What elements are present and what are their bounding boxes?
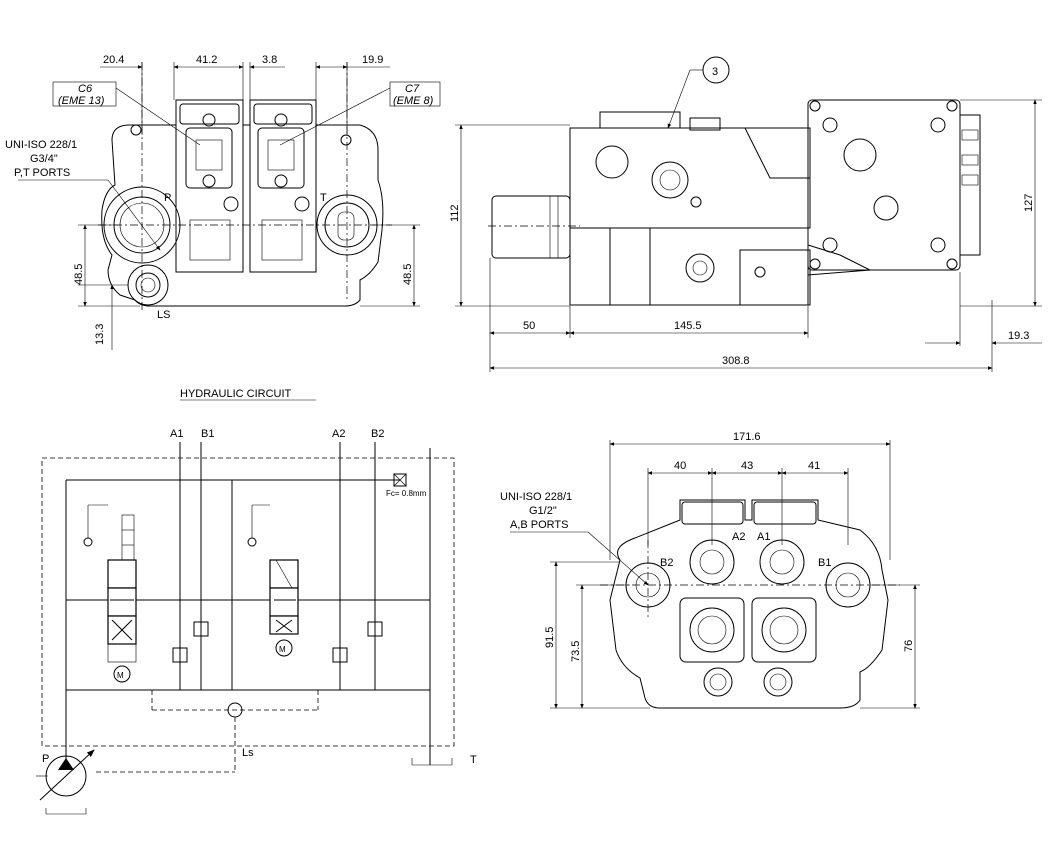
svg-text:C7: C7 <box>405 83 420 95</box>
tank-symbol: T <box>411 754 477 766</box>
dim-3-8: 3.8 <box>262 54 277 66</box>
svg-text:UNI-ISO 228/1: UNI-ISO 228/1 <box>5 139 77 151</box>
orifice-symbol: Fc= 0.8mm <box>386 473 427 498</box>
svg-text:C6: C6 <box>78 83 93 95</box>
circuit-a2: A2 <box>332 428 345 440</box>
circuit-boundary <box>41 457 455 747</box>
circuit-title: HYDRAULIC CIRCUIT <box>180 388 292 400</box>
callout-c6: C6 (EME 13) <box>52 81 201 146</box>
side-view: 3 112 127 50 145.5 <box>449 56 1042 372</box>
dim-145-5: 145.5 <box>674 320 702 332</box>
bottom-vertical-dimensions: 91.5 73.5 76 <box>544 561 920 709</box>
dim-127: 127 <box>1023 194 1035 212</box>
dim-91-5: 91.5 <box>544 627 556 648</box>
svg-text:3: 3 <box>712 66 718 78</box>
port-note-pt: UNI-ISO 228/1 G3/4" P,T PORTS <box>5 139 161 251</box>
svg-text:Fc= 0.8mm: Fc= 0.8mm <box>386 489 427 498</box>
pump-symbol: P <box>36 749 95 815</box>
front-label-t: T <box>320 192 327 204</box>
hydraulic-circuit: HYDRAULIC CIRCUIT A1 B1 A2 B2 Fc= 0.8mm <box>36 388 477 815</box>
bottom-top-dimensions: 171.6 40 43 41 <box>609 431 891 560</box>
side-height-dimensions: 112 127 <box>449 99 1042 307</box>
svg-text:M: M <box>279 645 286 654</box>
dim-front-48-5-left: 48.5 <box>73 264 85 285</box>
dim-40: 40 <box>674 460 686 472</box>
svg-text:A,B PORTS: A,B PORTS <box>510 519 568 531</box>
svg-text:(EME 13): (EME 13) <box>58 95 105 107</box>
dim-41: 41 <box>808 460 820 472</box>
dim-front-13-3: 13.3 <box>94 324 106 345</box>
front-top-dimensions: 20.4 41.2 3.8 19.9 <box>100 54 390 135</box>
dim-50: 50 <box>523 320 535 332</box>
bottom-label-a2: A2 <box>732 531 745 543</box>
dim-112: 112 <box>449 204 461 222</box>
balloon-3: 3 <box>667 56 730 129</box>
dim-76: 76 <box>903 640 915 652</box>
circuit-b2: B2 <box>371 428 384 440</box>
svg-text:UNI-ISO 228/1: UNI-ISO 228/1 <box>500 491 572 503</box>
dim-20-4: 20.4 <box>103 54 124 66</box>
port-note-ab: UNI-ISO 228/1 G1/2" A,B PORTS <box>500 491 649 586</box>
svg-text:P,T PORTS: P,T PORTS <box>14 167 70 179</box>
svg-text:M: M <box>117 671 124 680</box>
dim-43: 43 <box>741 460 753 472</box>
side-body <box>488 99 981 306</box>
bottom-label-b2: B2 <box>660 557 673 569</box>
circuit-b1: B1 <box>201 428 214 440</box>
callout-c7: C7 (EME 8) <box>279 81 441 146</box>
circuit-a1: A1 <box>170 428 183 440</box>
dim-19-9: 19.9 <box>362 54 383 66</box>
bottom-body <box>600 499 900 709</box>
circuit-t: T <box>470 754 477 766</box>
side-width-dimensions: 50 145.5 19.3 308.8 <box>489 258 1042 372</box>
front-view: 20.4 41.2 3.8 19.9 C6 (EME 13) C7 (EME 8… <box>5 54 441 350</box>
svg-text:G3/4": G3/4" <box>30 153 58 165</box>
circuit-p: P <box>42 753 49 765</box>
svg-text:G1/2": G1/2" <box>529 505 557 517</box>
front-right-dimensions: 48.5 <box>360 224 420 307</box>
front-label-ls: LS <box>157 309 170 321</box>
front-left-dimensions: 48.5 13.3 <box>73 224 140 350</box>
valve-section-1: M <box>83 504 137 683</box>
dim-73-5: 73.5 <box>570 641 582 662</box>
svg-text:(EME 8): (EME 8) <box>393 95 434 107</box>
bottom-view: 171.6 40 43 41 UNI-ISO 228/1 G1/2" A,B P… <box>500 431 920 709</box>
circuit-ls: Ls <box>242 747 254 759</box>
dim-308-8: 308.8 <box>722 355 750 367</box>
valve-section-2: M <box>247 504 299 657</box>
dim-19-3: 19.3 <box>1008 330 1029 342</box>
front-label-p: P <box>164 192 171 204</box>
dim-41-2: 41.2 <box>196 54 217 66</box>
dim-171-6: 171.6 <box>733 431 761 443</box>
dim-front-48-5-right: 48.5 <box>402 264 414 285</box>
front-body <box>98 62 392 312</box>
bottom-label-b1: B1 <box>818 557 831 569</box>
bottom-label-a1: A1 <box>757 531 770 543</box>
